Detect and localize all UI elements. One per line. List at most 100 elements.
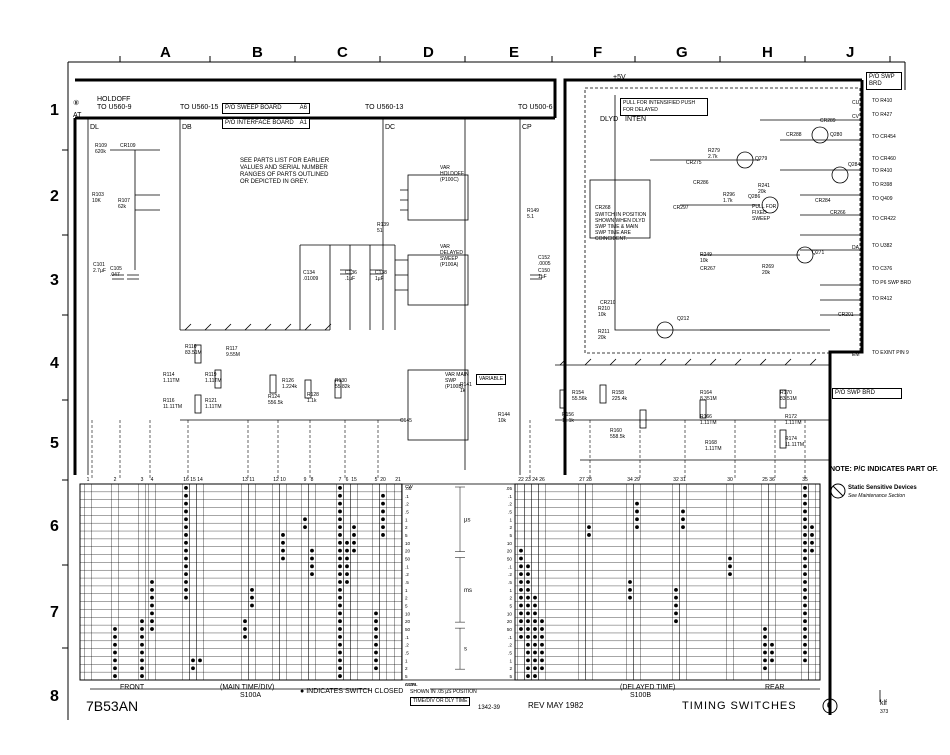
switch-closed-dot <box>803 650 807 655</box>
switch-closed-dot <box>540 634 544 639</box>
switch-closed-dot <box>338 642 342 647</box>
switch-closed-dot <box>803 642 807 647</box>
switch-closed-dot <box>803 580 807 584</box>
row-2: 2 <box>50 188 59 205</box>
component-cr109: CR109 <box>120 143 136 149</box>
time-scale-left: 2 <box>405 596 408 601</box>
switch-closed-dot <box>540 666 544 671</box>
output-destination: TO CR460 <box>872 156 896 162</box>
component-cr289: CR289 <box>820 118 836 124</box>
switch-closed-dot <box>243 634 247 639</box>
component-value: 1.11TM <box>700 420 717 426</box>
switch-closed-dot <box>803 486 807 490</box>
switch-closed-dot <box>526 564 530 569</box>
component-id: R174 <box>785 436 797 442</box>
switch-closed-dot <box>763 658 767 663</box>
time-scale-left: 1 <box>405 588 408 593</box>
component-value: 10K <box>92 198 101 204</box>
component-value: 1.11TM <box>205 378 222 384</box>
time-scale-right: 5 <box>509 533 512 538</box>
switch-column-number: 32 <box>673 477 679 483</box>
switch-closed-dot <box>803 634 807 639</box>
switch-closed-dot <box>381 525 385 530</box>
component-id: R117 <box>226 346 238 352</box>
switch-closed-dot <box>728 564 732 569</box>
component-cr275: CR275 <box>686 160 702 166</box>
switch-closed-dot <box>310 556 314 561</box>
switch-closed-dot <box>526 634 530 639</box>
switch-closed-dot <box>803 533 807 537</box>
switch-closed-dot <box>803 587 807 592</box>
component-id: R210 <box>598 306 610 312</box>
switch-closed-dot <box>374 611 378 616</box>
component-id: C134 <box>303 270 315 276</box>
col-d: D <box>423 44 434 61</box>
time-scale-right: 2 <box>509 596 512 601</box>
switch-closed-dot <box>803 540 807 545</box>
component-id: R154 <box>572 390 584 396</box>
time-scale-right: 20 <box>507 549 513 554</box>
var-main: VAR MAIN SWP (P100B) <box>445 372 469 390</box>
component-id: CR267 <box>700 266 716 272</box>
switch-bank-b-frame <box>514 483 821 681</box>
switch-closed-dot <box>526 674 530 678</box>
switch-column-number: 4 <box>151 477 154 483</box>
switch-closed-dot <box>374 619 378 624</box>
output-destination: TO CR454 <box>872 134 896 140</box>
component-c134: C134.01009 <box>303 270 318 282</box>
time-unit-label: s <box>464 647 467 653</box>
rear-label: REAR <box>765 684 785 691</box>
switch-column-number: 28 <box>586 477 592 483</box>
switch-closed-dot <box>140 642 144 647</box>
switch-closed-dot <box>519 548 523 553</box>
component-id: R279 <box>708 148 720 154</box>
component-value: 1.11TM <box>205 404 222 410</box>
switch-closed-dot <box>526 650 530 655</box>
switch-closed-dot <box>381 517 385 522</box>
switch-closed-dot <box>533 595 537 600</box>
switch-closed-dot <box>338 564 342 569</box>
time-unit-label: ms <box>464 588 472 594</box>
component-id: R121 <box>205 398 217 404</box>
component-id: R168 <box>705 440 717 446</box>
switch-closed-dot <box>184 540 188 545</box>
switch-closed-dot <box>803 564 807 569</box>
switch-closed-dot <box>338 595 342 600</box>
switch-closed-dot <box>184 533 188 537</box>
time-scale-left: 10 <box>405 611 411 616</box>
switch-column-number: 3 <box>141 477 144 483</box>
switch-closed-dot <box>803 517 807 522</box>
component-id: R172 <box>785 414 797 420</box>
switch-closed-dot <box>803 611 807 616</box>
switch-closed-legend: ● INDICATES SWITCH CLOSED <box>300 688 404 695</box>
switch-closed-dot <box>198 658 202 663</box>
switch-closed-dot <box>338 650 342 655</box>
pc-note: NOTE: P/C INDICATES PART OF. <box>830 466 938 473</box>
switch-closed-dot <box>374 634 378 639</box>
switch-closed-dot <box>526 619 530 624</box>
component-id: CR288 <box>786 132 802 138</box>
switch-closed-dot <box>381 533 385 537</box>
component-id: R141 <box>460 382 472 388</box>
switch-closed-dot <box>635 501 639 506</box>
time-scale-left: .5 <box>405 651 409 656</box>
component-value: 1.224k <box>282 384 298 390</box>
switch-closed-dot <box>281 533 285 537</box>
revision: REV MAY 1982 <box>528 701 584 710</box>
switch-column-number: 23 <box>525 477 531 483</box>
switch-column-number: 34 <box>627 477 633 483</box>
component-id: Q280 <box>830 132 843 138</box>
component-value: 11.1k <box>562 418 574 424</box>
switch-closed-dot <box>374 642 378 647</box>
switch-column-number: 29 <box>634 477 640 483</box>
time-scale-right: 2 <box>509 666 512 671</box>
component-id: R130 <box>335 378 347 384</box>
